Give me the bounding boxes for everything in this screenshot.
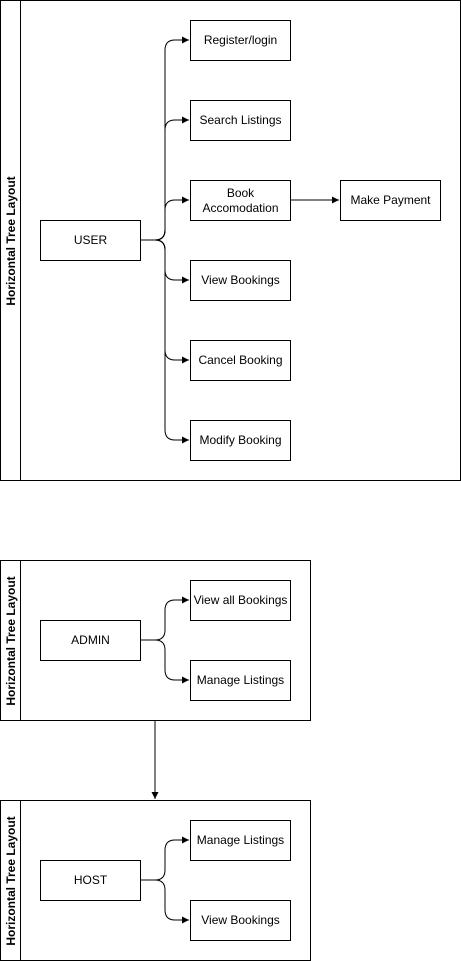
search-listings-node[interactable]: Search Listings xyxy=(190,100,291,141)
admin-root-node[interactable]: ADMIN xyxy=(40,620,141,661)
modify-booking-node[interactable]: Modify Booking xyxy=(190,420,291,461)
user-pool-title: Horizontal Tree Layout xyxy=(3,175,18,306)
host-pool-title: Horizontal Tree Layout xyxy=(3,815,18,946)
host-manage-listings-node[interactable]: Manage Listings xyxy=(190,820,291,861)
cancel-booking-node[interactable]: Cancel Booking xyxy=(190,340,291,381)
host-pool-header: Horizontal Tree Layout xyxy=(1,801,21,960)
register-login-node[interactable]: Register/login xyxy=(190,20,291,61)
user-root-node[interactable]: USER xyxy=(40,220,141,261)
admin-manage-listings-node[interactable]: Manage Listings xyxy=(190,660,291,701)
admin-pool-header: Horizontal Tree Layout xyxy=(1,561,21,720)
view-bookings-node[interactable]: View Bookings xyxy=(190,260,291,301)
book-accomodation-node[interactable]: Book Accomodation xyxy=(190,180,291,221)
admin-pool-title: Horizontal Tree Layout xyxy=(3,575,18,706)
host-view-bookings-node[interactable]: View Bookings xyxy=(190,900,291,941)
make-payment-node[interactable]: Make Payment xyxy=(340,180,441,221)
user-pool-header: Horizontal Tree Layout xyxy=(1,1,21,480)
host-root-node[interactable]: HOST xyxy=(40,860,141,901)
admin-view-all-bookings-node[interactable]: View all Bookings xyxy=(190,580,291,621)
